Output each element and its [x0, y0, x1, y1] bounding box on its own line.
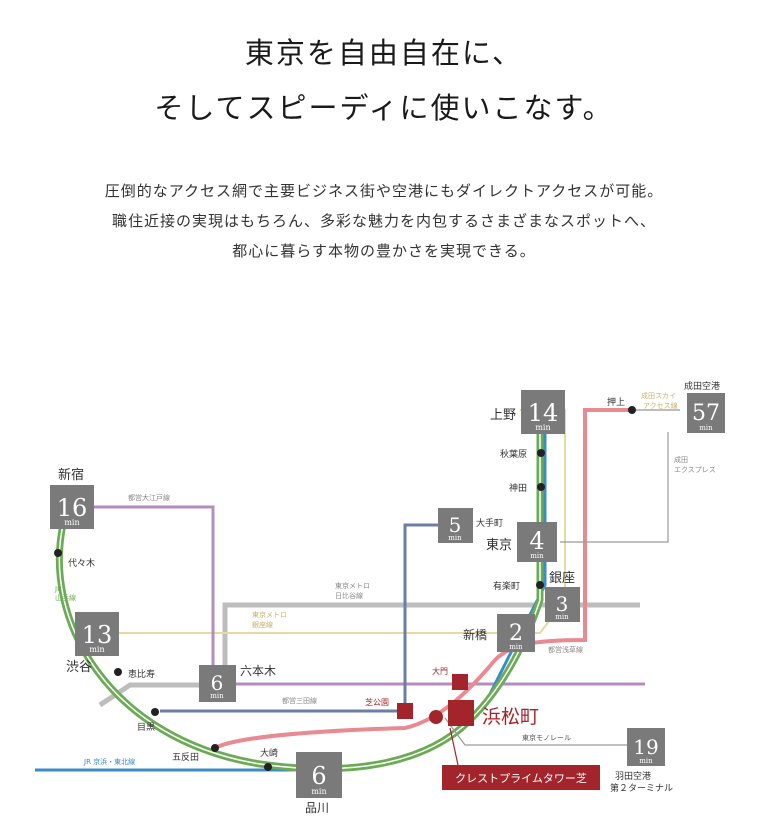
station-label-daimon: 大門 [432, 666, 448, 676]
shibakoen-marker [397, 703, 413, 719]
headline-line-2: そしてスピーディに使いこなす。 [154, 91, 614, 125]
svg-text:min: min [535, 423, 550, 432]
body-line-1: 圧倒的なアクセス網で主要ビジネス街や空港にもダイレクトアクセスが可能。 [104, 182, 664, 200]
time-box-shinagawa: 6 min [296, 752, 342, 798]
station-label-oshiage: 押上 [607, 396, 625, 408]
svg-text:min: min [448, 534, 462, 542]
svg-text:4: 4 [529, 527, 544, 555]
line-label-yamanote-1: JR [54, 585, 62, 593]
line-label-skyliner-1: 成田スカイ [641, 391, 676, 400]
svg-text:min: min [530, 552, 544, 560]
svg-text:min: min [509, 643, 523, 651]
line-label-keihin-tohoku: JR 京浜・東北線 [83, 757, 135, 766]
line-label-ginza-1: 東京メトロ [252, 610, 287, 619]
station-label-haneda-1: 羽田空港 [615, 770, 651, 782]
line-label-skyliner-2: アクセス線 [643, 401, 678, 410]
station-dot-yurakucho [536, 581, 544, 589]
station-label-narita: 成田空港 [684, 380, 720, 392]
svg-text:min: min [555, 613, 569, 621]
svg-text:16: 16 [57, 494, 88, 522]
time-box-tokyo: 4 min [517, 522, 557, 562]
station-label-shinjuku: 新宿 [58, 467, 84, 483]
svg-text:min: min [210, 692, 224, 700]
line-label-asakusa: 都営浅草線 [548, 645, 583, 654]
monorail-line [444, 717, 630, 746]
time-box-narita: 57 min [687, 393, 725, 433]
station-label-shibakoen: 芝公園 [365, 697, 389, 707]
line-label-ginza-2: 銀座線 [252, 620, 273, 629]
station-label-yoyogi: 代々木 [68, 557, 95, 569]
svg-text:19: 19 [633, 735, 658, 759]
station-label-shibuya: 渋谷 [66, 660, 92, 675]
line-label-yamanote-2: 山手線 [55, 593, 76, 602]
time-box-shinjuku: 16 min [50, 485, 94, 529]
time-box-shimbashi: 2 min [497, 614, 535, 652]
station-dot-gotanda [211, 744, 219, 752]
svg-text:14: 14 [528, 399, 559, 427]
line-label-mita: 都営三田線 [282, 696, 317, 705]
svg-text:min: min [89, 645, 104, 654]
time-box-ueno: 14 min [521, 390, 565, 434]
svg-text:2: 2 [509, 621, 523, 646]
headline-line-1: 東京を自由自在に、 [244, 36, 524, 70]
station-label-otemachi: 大手町 [476, 517, 503, 529]
station-dot-ebisu [114, 668, 122, 676]
line-label-hibiya-2: 日比谷線 [335, 591, 363, 600]
station-label-ginza: 銀座 [549, 571, 575, 586]
station-label-yurakucho: 有楽町 [493, 580, 520, 592]
station-dot-meguro [151, 708, 159, 716]
property-callout-pointer [449, 727, 459, 766]
hamamatsucho-marker [448, 700, 474, 726]
line-label-nex-2: エクスプレス [674, 466, 716, 474]
svg-text:6: 6 [211, 671, 224, 695]
svg-text:3: 3 [556, 592, 569, 616]
narita-express-line [560, 432, 669, 543]
line-label-nex-1: 成田 [674, 455, 688, 464]
station-dot-osaki [264, 763, 272, 771]
mita-line [160, 523, 455, 713]
station-dot-yoyogi [54, 549, 62, 557]
station-dot-akihabara [537, 449, 545, 457]
time-box-shibuya: 13 min [75, 612, 119, 656]
svg-text:6: 6 [311, 762, 326, 790]
time-box-otemachi: 5 min [438, 508, 473, 543]
line-label-monorail: 東京モノレール [522, 733, 571, 742]
svg-text:クレストプライムタワー芝: クレストプライムタワー芝 [455, 772, 587, 785]
svg-text:min: min [639, 757, 653, 765]
station-label-gotanda: 五反田 [172, 752, 199, 763]
station-label-roppongi: 六本木 [240, 664, 276, 678]
time-box-ginza: 3 min [545, 587, 580, 622]
station-label-hamamatsucho: 浜松町 [482, 706, 539, 728]
body-line-2: 職住近接の実現はもちろん、多彩な魅力を内包するさまざまなスポットへ、 [111, 212, 656, 230]
station-label-tokyo: 東京 [486, 537, 512, 553]
station-dot-kanda [537, 483, 545, 491]
property-marker [429, 710, 443, 724]
time-box-haneda: 19 min [627, 728, 665, 766]
station-label-ueno: 上野 [490, 408, 516, 423]
station-label-haneda-2: 第２ターミナル [610, 782, 673, 794]
line-label-hibiya-1: 東京メトロ [335, 581, 370, 590]
time-box-roppongi: 6 min [199, 665, 236, 702]
svg-text:min: min [64, 518, 79, 527]
station-label-meguro: 目黒 [137, 722, 155, 733]
line-label-oedo: 都営大江戸線 [128, 493, 170, 502]
station-label-kanda: 神田 [509, 482, 527, 494]
route-map: 14 min 57 min 16 min 5 min 4 min 3 min 1… [35, 380, 725, 815]
svg-text:min: min [699, 424, 713, 432]
station-label-ebisu: 恵比寿 [128, 668, 155, 680]
svg-text:57: 57 [692, 401, 720, 426]
station-label-akihabara: 秋葉原 [500, 448, 527, 460]
property-label-box: クレストプライムタワー芝 [442, 765, 600, 790]
station-label-shimbashi: 新橋 [463, 627, 487, 642]
station-label-shinagawa: 品川 [305, 801, 329, 815]
svg-text:5: 5 [449, 513, 462, 537]
station-dot-oshiage [628, 406, 636, 414]
daimon-marker [452, 674, 468, 690]
station-label-osaki: 大崎 [260, 747, 278, 759]
oedo-line [75, 505, 645, 686]
body-line-3: 都心に暮らす本物の豊かさを実現できる。 [232, 242, 536, 260]
svg-text:13: 13 [82, 621, 113, 649]
svg-text:min: min [311, 787, 326, 796]
